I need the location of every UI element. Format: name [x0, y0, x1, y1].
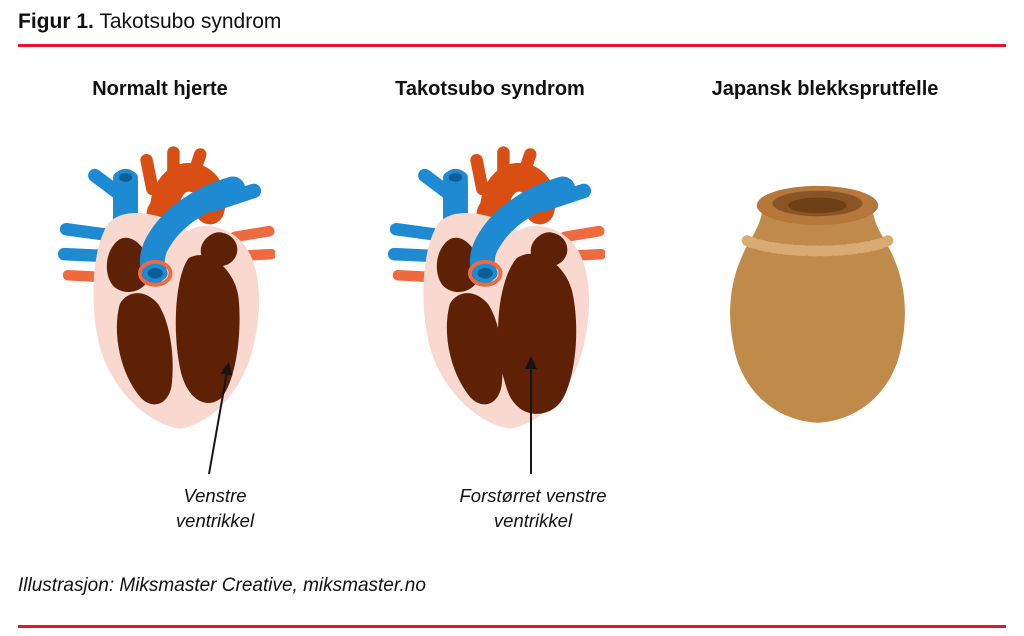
annotation-left-ventricle: Venstre ventrikkel	[175, 485, 255, 531]
credit-text: Illustrasjon: Miksmaster Creative, miksm…	[18, 575, 426, 596]
octopus-trap-illustration	[730, 185, 905, 423]
arrow-head-icon	[525, 356, 537, 369]
arrow-head-icon	[220, 360, 235, 376]
figure-title: Figur 1. Takotsubo syndrom	[18, 10, 281, 34]
takotsubo-heart-illustration	[387, 146, 605, 429]
bottom-divider-rule	[18, 625, 1006, 628]
heading-takotsubo: Takotsubo syndrom	[395, 78, 585, 100]
heading-normal-heart: Normalt hjerte	[92, 78, 228, 100]
arrow-shaft	[530, 369, 532, 474]
annotation-enlarged-left-ventricle: Forstørret venstre ventrikkel	[459, 485, 607, 531]
heading-octopus-trap: Japansk blekksprutfelle	[711, 78, 939, 100]
top-divider-rule	[18, 44, 1006, 47]
up-arrow-annotation-takotsubo	[525, 356, 537, 474]
figure-number: Figur 1.	[18, 10, 94, 33]
figure-title-text: Takotsubo syndrom	[99, 10, 282, 33]
normal-heart-illustration	[57, 146, 275, 429]
